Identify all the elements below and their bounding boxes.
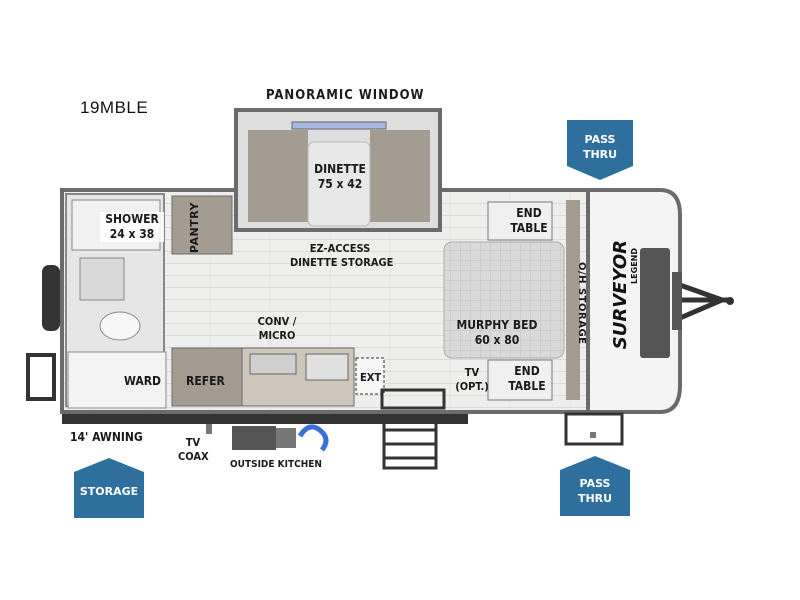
bath-sink (79, 257, 125, 301)
dinette-window (291, 121, 387, 130)
end-table-bottom (487, 359, 553, 401)
entry-steps (382, 414, 438, 470)
murphy-bed-label-line1: MURPHY BED (456, 318, 538, 332)
panoramic-window-label: PANORAMIC WINDOW (266, 88, 425, 103)
outside-kitchen-grill (232, 426, 276, 450)
jack (672, 272, 682, 330)
shower-label-line1: SHOWER (105, 212, 159, 226)
refer-label: REFER (186, 374, 225, 388)
dinette-label-line1: DINETTE (314, 162, 366, 176)
ward-closet (67, 351, 167, 409)
dinette-label: DINETTE 75 x 42 (312, 162, 368, 192)
conv-micro-label-line2: MICRO (258, 329, 296, 342)
end-table-bottom-line1: END (514, 364, 540, 378)
murphy-bed-label-line2: 60 x 80 (474, 333, 520, 347)
tv-coax-label: TV COAX (178, 436, 209, 464)
pass-thru-top-line2: THRU (582, 148, 618, 161)
cooktop (249, 353, 297, 375)
end-table-bottom-label: END TABLE (502, 364, 552, 394)
spare-tire (42, 265, 60, 331)
hitch-ball (726, 297, 734, 305)
ext-label: EXT (360, 371, 382, 384)
pass-thru-bottom-line1: PASS (579, 477, 611, 490)
tv-coax-jack (206, 424, 212, 434)
ez-access-label: EZ-ACCESS DINETTE STORAGE (290, 242, 394, 270)
ez-access-label-line2: DINETTE STORAGE (290, 256, 394, 269)
refrigerator (171, 347, 243, 407)
kitchen-sink (305, 353, 349, 381)
front-pass-thru-box (564, 412, 624, 446)
tv-opt-label-line1: TV (464, 366, 480, 379)
pass-thru-bottom-text: PASS THRU (560, 476, 630, 506)
model-name: 19MBLE (80, 98, 149, 117)
murphy-bed-cabinet (566, 200, 580, 400)
awning-label: 14' AWNING (70, 430, 143, 444)
end-table-top-label: END TABLE (504, 206, 554, 236)
legend-logo: LEGEND (630, 248, 639, 284)
tv-opt-label-line2: (OPT.) (455, 380, 489, 393)
pass-thru-bottom-line2: THRU (577, 492, 613, 505)
oh-storage-label: O/H STORAGE (576, 262, 587, 345)
end-table-top (487, 201, 553, 241)
storage-badge: STORAGE (74, 458, 144, 518)
extinguisher-box (355, 357, 385, 395)
murphy-bed-label: MURPHY BED 60 x 80 (455, 318, 539, 348)
outside-kitchen-label: OUTSIDE KITCHEN (230, 459, 322, 470)
storage-shape (74, 458, 144, 518)
conv-micro-label: CONV / MICRO (254, 315, 300, 343)
surveyor-logo: SURVEYOR (610, 240, 631, 350)
end-table-top-line1: END (516, 206, 542, 220)
pass-thru-top-badge: PASS THRU (567, 120, 637, 180)
ward-label: WARD (124, 374, 162, 388)
dinette-bench-right (370, 130, 430, 222)
pass-thru-bottom-badge: PASS THRU (560, 456, 630, 516)
shower-label: SHOWER 24 x 38 (100, 212, 164, 242)
tv-opt-label: TV (OPT.) (452, 366, 492, 394)
rear-bumper (26, 353, 56, 401)
pass-thru-bottom-shape (560, 456, 630, 516)
pass-thru-top-text: PASS THRU (567, 132, 633, 162)
toilet (99, 311, 141, 341)
end-table-bottom-line2: TABLE (508, 379, 546, 393)
awning-rail (62, 414, 468, 424)
end-table-top-line2: TABLE (510, 221, 548, 235)
outside-kitchen-hose (297, 424, 329, 452)
shower-label-line2: 24 x 38 (109, 227, 155, 241)
outside-kitchen-sink (276, 428, 296, 448)
pass-thru-top-shape (567, 120, 633, 180)
conv-micro-label-line1: CONV / (257, 315, 297, 328)
entry-door (380, 388, 446, 410)
murphy-bed (443, 241, 565, 359)
dinette-table (307, 141, 371, 227)
front-window (640, 248, 670, 358)
tv-coax-label-line1: TV (185, 436, 201, 449)
pass-thru-top-line1: PASS (584, 133, 616, 146)
storage-text: STORAGE (79, 485, 139, 498)
ez-access-label-line1: EZ-ACCESS (309, 242, 371, 255)
tv-coax-label-line2: COAX (178, 450, 209, 463)
pantry-cabinet (171, 195, 233, 255)
dinette-label-line2: 75 x 42 (317, 177, 363, 191)
pantry-label: PANTRY (188, 202, 201, 254)
dinette-bench-left (248, 130, 308, 222)
hitch (679, 282, 730, 321)
